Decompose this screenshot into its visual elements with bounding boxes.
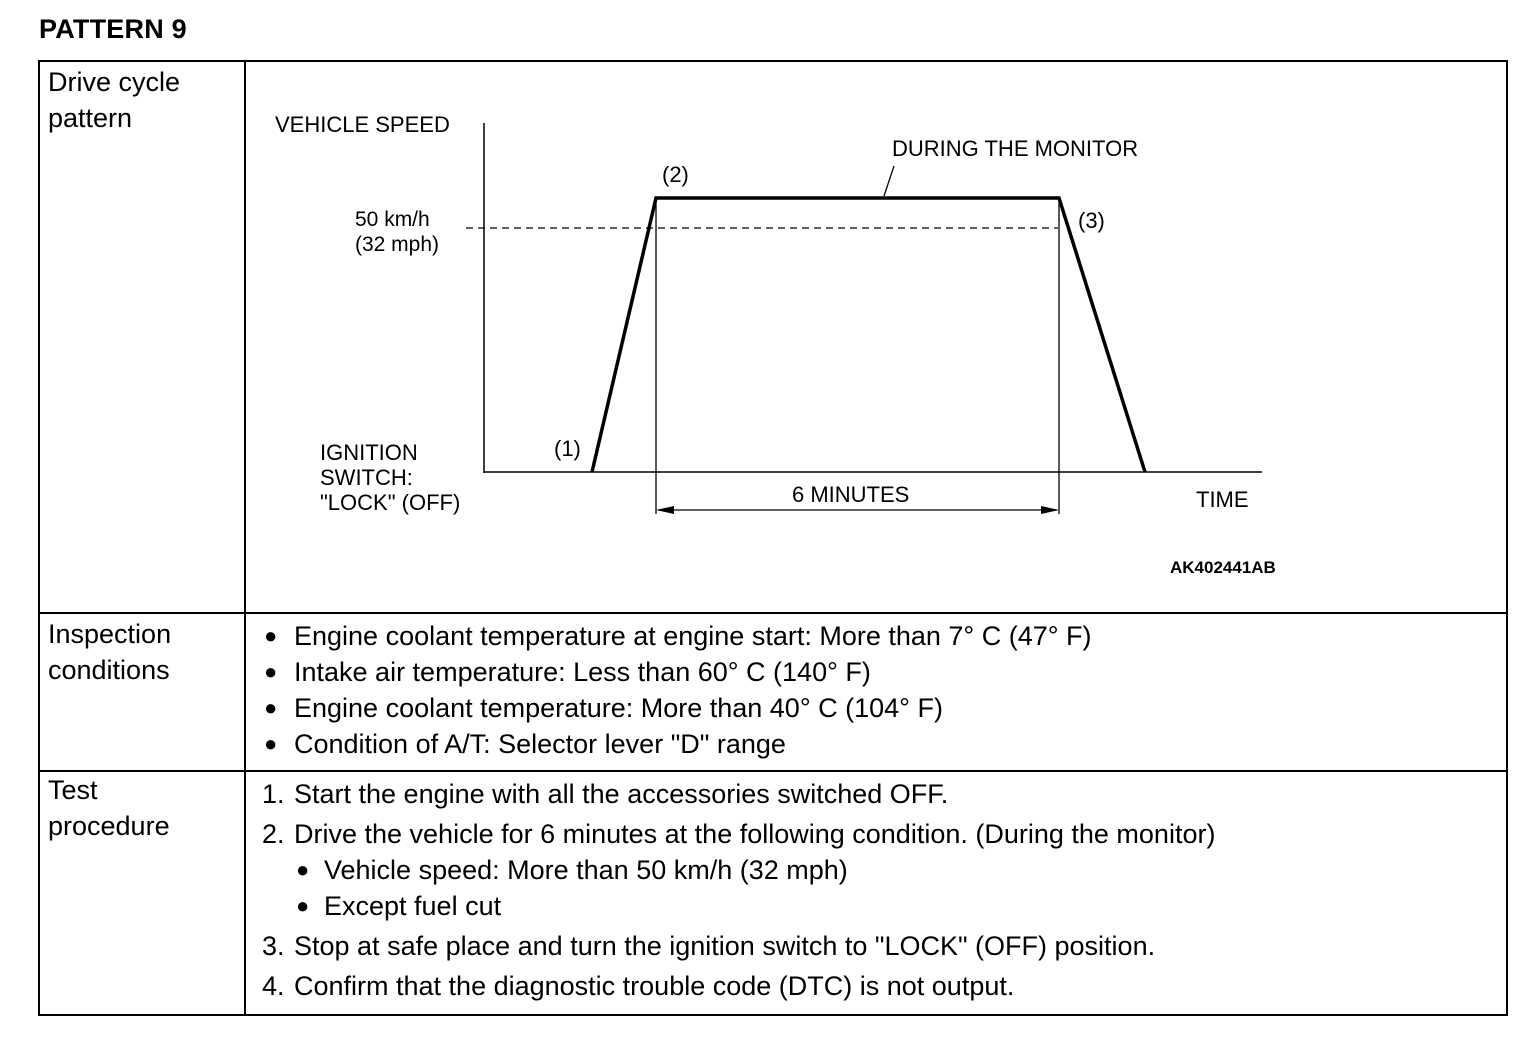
list-item: ● Engine coolant temperature: More than 4… <box>262 690 1506 726</box>
list-item: ● Intake air temperature: Less than 60° C… <box>262 654 1506 690</box>
step-number: 3. <box>262 931 285 961</box>
list-item: ● Except fuel cut <box>294 888 1506 924</box>
step-text: Start the engine with all the accessorie… <box>294 779 949 809</box>
duration-arrow-left-head <box>656 506 674 514</box>
list-item: ● Vehicle speed: More than 50 km/h (32 mp… <box>294 852 1506 888</box>
speed-profile-line <box>590 196 1147 473</box>
bullet-icon: ● <box>264 623 278 648</box>
list-item-text: Vehicle speed: More than 50 km/h (32 mph… <box>324 855 848 885</box>
step-number: 4. <box>262 971 285 1001</box>
test-steps: 1. Start the engine with all the accessor… <box>246 772 1506 1004</box>
test-substeps: ● Vehicle speed: More than 50 km/h (32 mp… <box>262 852 1506 924</box>
inspection-label: Inspection conditions <box>38 612 246 772</box>
test-row: Test procedure 1. Start the engine with a… <box>38 770 1508 1016</box>
bullet-icon: ● <box>264 731 278 756</box>
origin-label-line1: IGNITION <box>320 440 418 465</box>
duration-label: 6 MINUTES <box>792 482 909 507</box>
point-2-label: (2) <box>662 162 689 187</box>
list-item-text: Condition of A/T: Selector lever "D" ran… <box>294 729 786 759</box>
drive-cycle-diagram: VEHICLE SPEED 50 km/h (32 mph) IGNITION … <box>275 112 1276 577</box>
step-number: 1. <box>262 779 285 809</box>
step-text: Stop at safe place and turn the ignition… <box>294 931 1156 961</box>
point-3-label: (3) <box>1078 208 1105 233</box>
speed-label-mph: (32 mph) <box>355 233 439 256</box>
list-item-text: Intake air temperature: Less than 60° C … <box>294 657 871 687</box>
test-step: 4. Confirm that the diagnostic trouble co… <box>262 968 1506 1004</box>
list-item-text: Engine coolant temperature: More than 40… <box>294 693 943 723</box>
step-text: Confirm that the diagnostic trouble code… <box>294 971 1015 1001</box>
test-step: 2. Drive the vehicle for 6 minutes at the… <box>262 816 1506 924</box>
list-item: ● Engine coolant temperature at engine st… <box>262 618 1506 654</box>
drive-cycle-diagram-cell: VEHICLE SPEED 50 km/h (32 mph) IGNITION … <box>244 60 1508 614</box>
step-number: 2. <box>262 819 285 849</box>
speed-label: 50 km/h <box>355 208 430 231</box>
step-text: Drive the vehicle for 6 minutes at the f… <box>294 819 1216 849</box>
monitor-leader-line <box>883 165 895 197</box>
test-step: 3. Stop at safe place and turn the igniti… <box>262 928 1506 964</box>
y-axis-label: VEHICLE SPEED <box>275 112 450 137</box>
drive-cycle-label: Drive cycle pattern <box>38 60 246 614</box>
test-content: 1. Start the engine with all the accessor… <box>244 770 1508 1016</box>
list-item-text: Engine coolant temperature at engine sta… <box>294 621 1092 651</box>
inspection-content: ● Engine coolant temperature at engine st… <box>244 612 1508 772</box>
page-title: PATTERN 9 <box>39 14 187 44</box>
pattern-table: Drive cycle pattern VEHICLE SPEED <box>38 60 1508 1016</box>
origin-label-line2: SWITCH: <box>320 465 413 490</box>
test-step: 1. Start the engine with all the accessor… <box>262 776 1506 812</box>
duration-arrow-right-head <box>1041 506 1059 514</box>
bullet-icon: ● <box>264 659 278 684</box>
inspection-row: Inspection conditions ● Engine coolant te… <box>38 612 1508 772</box>
list-item: ● Condition of A/T: Selector lever "D" ra… <box>262 726 1506 762</box>
bullet-icon: ● <box>264 695 278 720</box>
inspection-list: ● Engine coolant temperature at engine st… <box>246 614 1506 762</box>
drive-cycle-row: Drive cycle pattern VEHICLE SPEED <box>38 60 1508 614</box>
monitor-label: DURING THE MONITOR <box>892 136 1138 161</box>
bullet-icon: ● <box>296 857 310 882</box>
test-label: Test procedure <box>38 770 246 1016</box>
list-item-text: Except fuel cut <box>324 891 502 921</box>
origin-label-line3: "LOCK" (OFF) <box>320 490 460 515</box>
x-axis-label: TIME <box>1196 487 1249 512</box>
point-1-label: (1) <box>554 436 581 461</box>
figure-code: AK402441AB <box>1170 558 1276 577</box>
bullet-icon: ● <box>296 893 310 918</box>
